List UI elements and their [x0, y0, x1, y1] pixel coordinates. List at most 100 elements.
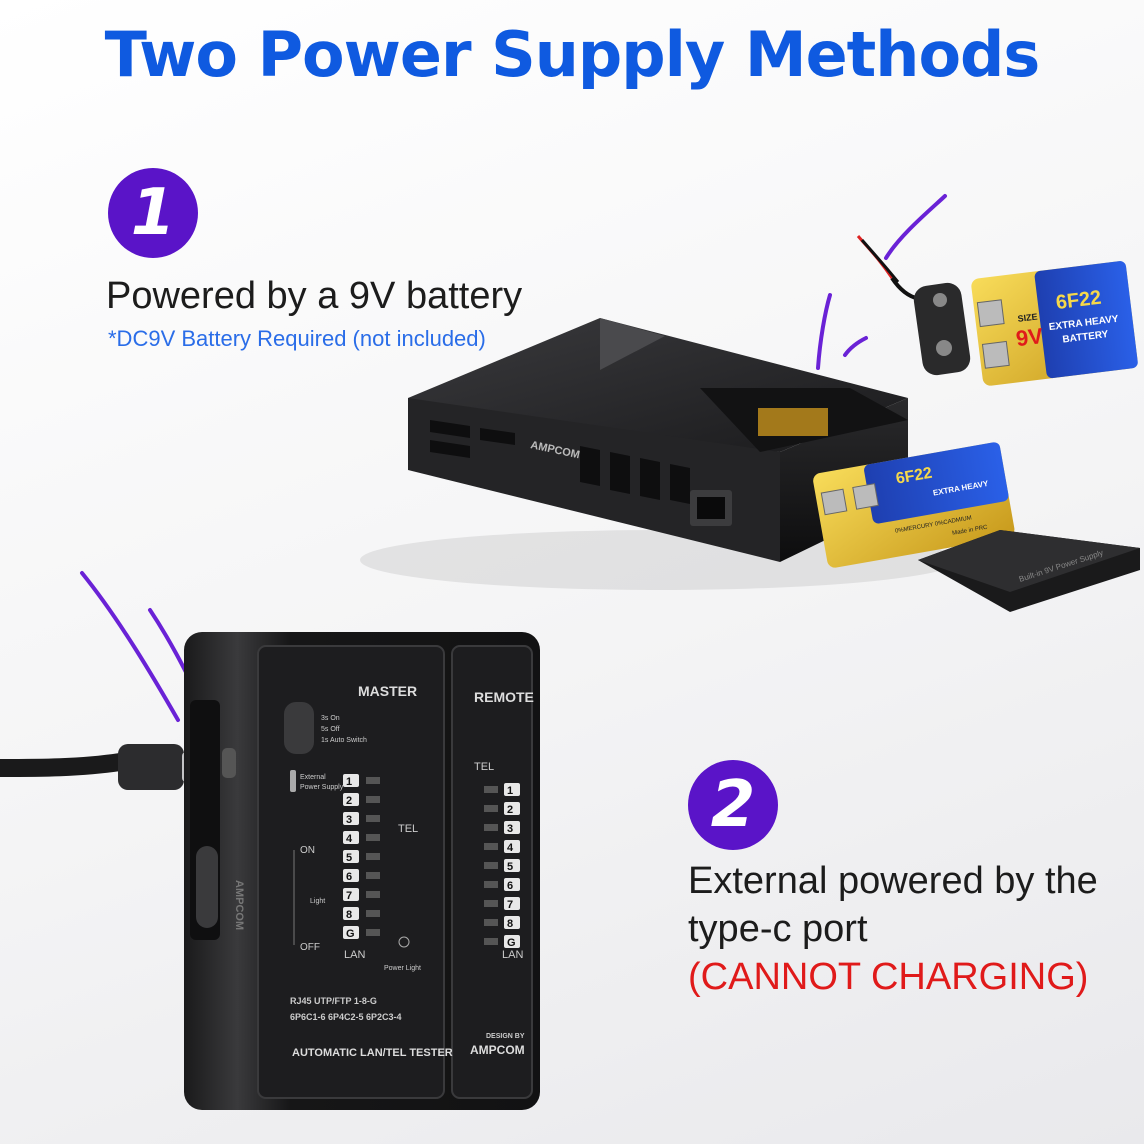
product-name: AUTOMATIC LAN/TEL TESTER: [292, 1047, 453, 1059]
remote-pin-led: [484, 862, 498, 869]
remote-pin-badge: [504, 935, 520, 948]
remote-pin-led: [484, 938, 498, 945]
remote-pin-badge: [504, 878, 520, 891]
master-pin-led: [366, 891, 380, 898]
master-pin-badge: [343, 774, 359, 787]
power-light-icon: [398, 936, 410, 948]
remote-pin-led: [484, 805, 498, 812]
remote-pin-leds: 1 2 3 4 5 6 7 8G: [484, 783, 520, 949]
master-pin-led: [366, 834, 380, 841]
battery-snap-connector: [856, 235, 971, 376]
master-pin-badge: [343, 888, 359, 901]
switch-mode-2: 5s Off: [321, 726, 340, 733]
off-label: OFF: [300, 942, 320, 953]
remote-pin-number: 4: [507, 842, 514, 854]
master-pin-badge: [343, 907, 359, 920]
master-pin-number: 1: [346, 776, 352, 788]
master-pin-led: [366, 815, 380, 822]
remote-pin-badge: [504, 802, 520, 815]
side-slide-switch: [196, 846, 218, 928]
master-pin-led: [366, 853, 380, 860]
remote-pin-badge: [504, 783, 520, 796]
master-pin-led: [366, 796, 380, 803]
method2-caption-line2: type-c port: [688, 908, 868, 950]
master-pin-number: 8: [346, 909, 352, 921]
master-pin-number: 3: [346, 814, 352, 826]
battery-lower: 6F22 EXTRA HEAVY 0%MERCURY 0%CADMIUM Mad…: [813, 442, 1015, 568]
master-pin-badge: [343, 869, 359, 882]
remote-pin-number: 8: [507, 918, 513, 930]
master-pin-badge: [343, 812, 359, 825]
remote-pin-badge: [504, 821, 520, 834]
battery-voltage-label: 9V: [1015, 323, 1045, 351]
external-label-1: External: [300, 774, 326, 781]
method1-caption: Powered by a 9V battery: [106, 275, 523, 317]
master-label: MASTER: [358, 683, 417, 699]
remote-pin-number: 5: [507, 861, 513, 873]
remote-pin-led: [484, 919, 498, 926]
master-pin-led: [366, 777, 380, 784]
type-c-port: [222, 748, 236, 778]
remote-pin-led: [484, 881, 498, 888]
battery-upper: SIZE 9V 6F22 EXTRA HEAVY BATTERY: [971, 261, 1138, 386]
remote-pin-number: 6: [507, 880, 513, 892]
spec-line-1: RJ45 UTP/FTP 1-8-G: [290, 996, 377, 1006]
master-pin-number: G: [346, 928, 355, 940]
external-power-indicator: [290, 770, 296, 792]
master-pin-led: [366, 929, 380, 936]
remote-pin-badge: [504, 897, 520, 910]
master-pin-led: [366, 910, 380, 917]
usb-c-cable: [0, 744, 210, 790]
master-pin-number: 4: [346, 833, 353, 845]
remote-tel-label: TEL: [474, 761, 494, 773]
remote-pin-badge: [504, 840, 520, 853]
master-pin-led: [366, 872, 380, 879]
method2-caption-line1: External powered by the: [688, 860, 1098, 902]
accent-strokes-top: [816, 194, 947, 370]
master-pin-leds: 1 2 3 4 5 6 7 8G: [343, 774, 380, 940]
step-badge-2: 2: [688, 760, 778, 850]
switch-mode-3: 1s Auto Switch: [321, 737, 367, 744]
remote-pin-number: 2: [507, 804, 513, 816]
master-pin-badge: [343, 926, 359, 939]
page-title: Two Power Supply Methods: [104, 18, 1041, 91]
design-by-label: DESIGN BY: [486, 1033, 525, 1040]
master-pin-badge: [343, 850, 359, 863]
remote-pin-number: 7: [507, 899, 513, 911]
remote-pin-badge: [504, 859, 520, 872]
remote-pin-led: [484, 843, 498, 850]
master-tel-label: TEL: [398, 823, 418, 835]
remote-pin-led: [484, 900, 498, 907]
master-pin-badge: [343, 793, 359, 806]
device-brand: AMPCOM: [470, 1043, 525, 1057]
switch-mode-1: 3s On: [321, 715, 340, 722]
remote-pin-led: [484, 824, 498, 831]
battery-cover-plate: Built-in 9V Power Supply: [918, 530, 1140, 612]
remote-label: REMOTE: [474, 689, 534, 705]
power-light-label: Power Light: [384, 965, 421, 972]
step-badge-1: 1: [108, 168, 198, 258]
mini-tester-box: AMPCOM: [408, 318, 908, 562]
method1-note: *DC9V Battery Required (not included): [108, 326, 486, 351]
light-label: Light: [310, 898, 325, 905]
master-pin-number: 5: [346, 852, 352, 864]
battery-lower-model: 6F22: [895, 465, 934, 488]
main-tester-device: AMPCOM MASTER REMOTE 3s On 5s Off 1s Aut…: [184, 632, 540, 1110]
master-lan-label: LAN: [344, 949, 365, 961]
method2-warning: (CANNOT CHARGING): [688, 956, 1089, 998]
master-pin-number: 6: [346, 871, 352, 883]
master-pin-badge: [343, 831, 359, 844]
master-pin-number: 7: [346, 890, 352, 902]
spec-line-2: 6P6C1-6 6P4C2-5 6P2C3-4: [290, 1012, 402, 1022]
remote-pin-number: 1: [507, 785, 513, 797]
remote-pin-number: G: [507, 937, 516, 949]
side-brand: AMPCOM: [233, 880, 245, 930]
master-pin-number: 2: [346, 795, 352, 807]
on-label: ON: [300, 845, 315, 856]
external-label-2: Power Supply: [300, 784, 344, 791]
remote-pin-led: [484, 786, 498, 793]
remote-pin-number: 3: [507, 823, 513, 835]
power-mode-button: [284, 702, 314, 754]
